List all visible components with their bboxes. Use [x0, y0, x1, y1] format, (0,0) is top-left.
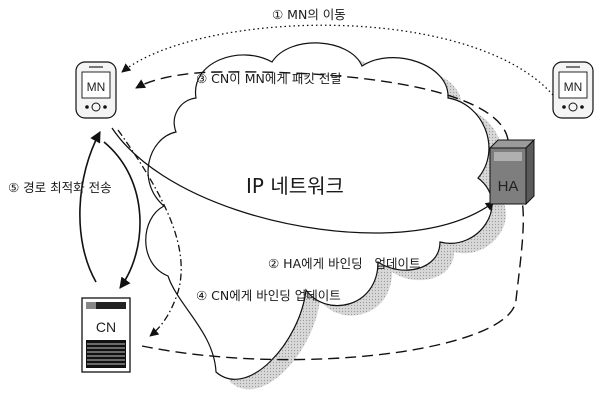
server-indicator: [86, 302, 96, 309]
step5-arrow-down: [103, 141, 141, 289]
step4-arrow: [117, 129, 182, 337]
step4-label: ④ CN에게 바인딩 업데이트: [196, 288, 341, 303]
server-vents: [86, 340, 126, 368]
server-side: [525, 138, 535, 206]
ip-network-cloud: [145, 42, 506, 390]
mn-right-node: MN: [552, 61, 594, 119]
mn-left-node: MN: [75, 61, 117, 119]
network-label: IP 네트워크: [246, 174, 344, 198]
pda-speaker: [89, 66, 103, 68]
pda-button-icon: [91, 102, 101, 112]
pda-button-icon: [562, 105, 566, 109]
step5-arrow-up: [79, 131, 101, 283]
step1-arrow: [121, 24, 554, 96]
step2-label: ② HA에게 바인딩 업데이트: [268, 256, 421, 271]
step3-arrow-cn-to-ha: [141, 199, 524, 361]
server-bay: [494, 152, 522, 161]
flow-lines: [79, 24, 554, 361]
step3-label: ③ CN이 MN에게 패킷 전달: [196, 71, 342, 86]
cloud-outline: [145, 42, 493, 380]
ha-node: HA: [488, 138, 536, 206]
pda-speaker: [566, 66, 580, 68]
ha-label: HA: [498, 178, 519, 195]
mn-right-label: MN: [564, 80, 583, 94]
step1-label: ① MN의 이동: [272, 7, 346, 22]
pda-button-icon: [103, 105, 107, 109]
cn-label: CN: [96, 319, 116, 335]
pda-button-icon: [85, 105, 89, 109]
mn-left-label: MN: [87, 80, 106, 94]
step2-arrow: [111, 127, 495, 234]
pda-screen: [81, 71, 111, 99]
pda-button-icon: [568, 102, 578, 112]
pda-button-icon: [580, 105, 584, 109]
step3-arrow-ha-to-mn: [135, 71, 509, 141]
server-topbar: [86, 302, 126, 309]
cn-node: CN: [81, 297, 131, 373]
step5-label: ⑤ 경로 최적화 전송: [8, 180, 112, 195]
pda-screen: [558, 71, 588, 99]
